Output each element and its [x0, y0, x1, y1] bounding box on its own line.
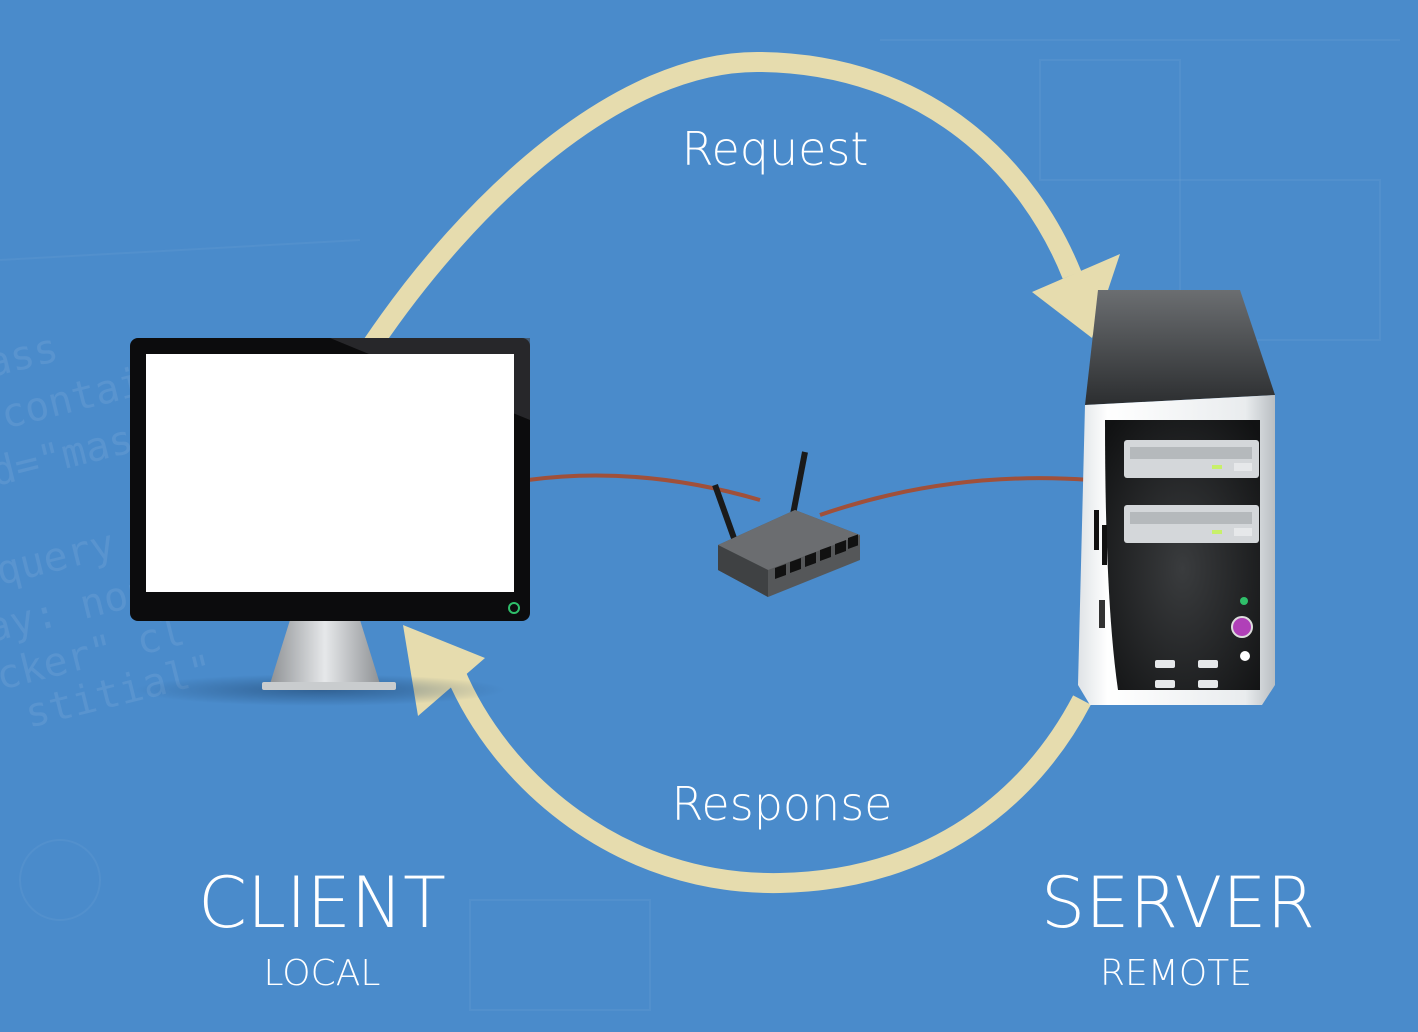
client-subtitle: LOCAL	[264, 953, 381, 994]
client-monitor-icon	[130, 338, 530, 706]
server-power-button	[1231, 616, 1253, 638]
client-title: CLIENT	[198, 862, 446, 944]
svg-text:ass: ass	[0, 325, 63, 387]
monitor-screen	[146, 354, 514, 592]
server-cable	[819, 476, 1091, 517]
power-icon	[508, 602, 520, 614]
request-label: Request	[682, 122, 869, 176]
client-cable	[527, 473, 761, 502]
response-arrow	[403, 625, 1091, 894]
server-tower-icon	[1078, 290, 1275, 705]
server-title: SERVER	[1041, 862, 1315, 944]
response-label: Response	[672, 777, 893, 831]
server-subtitle: REMOTE	[1100, 953, 1252, 994]
network-cables	[527, 473, 1091, 517]
router-icon	[712, 451, 860, 597]
request-arrow	[363, 51, 1120, 351]
